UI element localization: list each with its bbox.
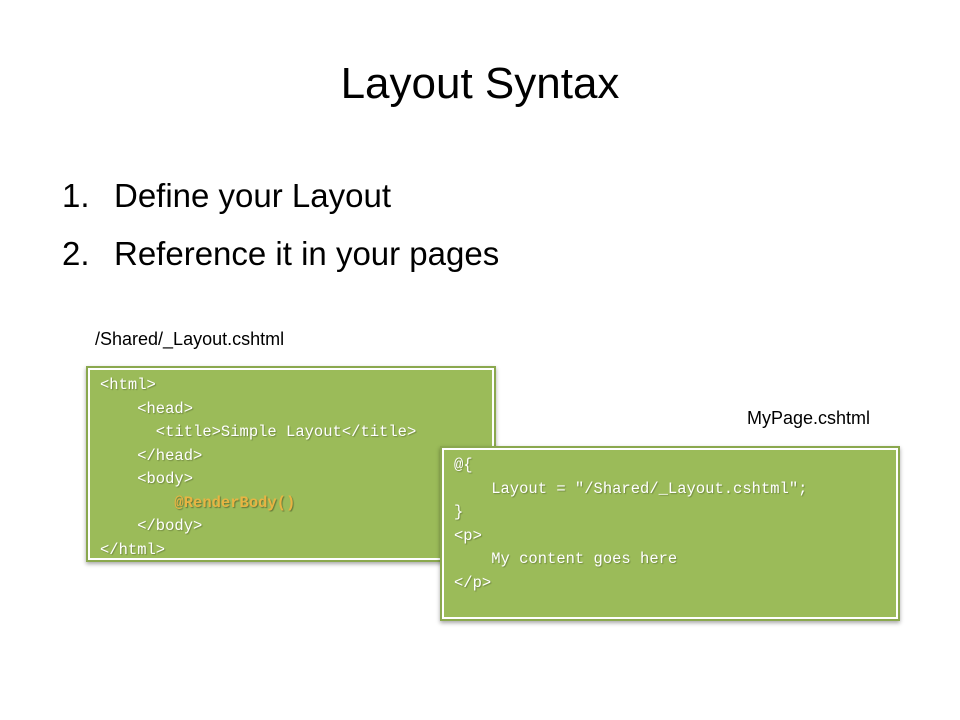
code-line: } bbox=[454, 503, 464, 521]
layout-code-box: <html> <head> <title>Simple Layout</titl… bbox=[86, 366, 496, 562]
code-line: <head> bbox=[100, 399, 194, 418]
code-line: <body> bbox=[100, 470, 194, 488]
bullet-text: Define your Layout bbox=[114, 177, 392, 214]
bullet-item: 1. Define your Layout bbox=[62, 176, 499, 216]
code-line: <p> bbox=[454, 526, 482, 545]
bullet-number: 1. bbox=[62, 177, 90, 214]
code-line: My content goes here bbox=[454, 550, 678, 568]
code-line: <html> bbox=[100, 376, 156, 394]
layout-file-label: /Shared/_Layout.cshtml bbox=[95, 329, 285, 349]
render-body-code-line: @RenderBody() bbox=[100, 493, 296, 512]
page-code-box: @{ Layout = "/Shared/_Layout.cshtml"; } … bbox=[440, 446, 900, 621]
code-line: <title>Simple Layout</title> bbox=[100, 423, 417, 441]
page-file-label: MyPage.cshtml bbox=[747, 408, 871, 428]
slide-title: Layout Syntax bbox=[340, 59, 620, 108]
code-line: </p> bbox=[454, 573, 492, 592]
bullet-list: 1. Define your Layout 2. Reference it in… bbox=[62, 176, 499, 291]
bullet-item: 2. Reference it in your pages bbox=[62, 234, 499, 274]
bullet-text: Reference it in your pages bbox=[114, 234, 500, 272]
code-line: </head> bbox=[100, 446, 203, 465]
code-line: Layout = "/Shared/_Layout.cshtml"; bbox=[454, 479, 808, 498]
code-line: @{ bbox=[454, 456, 473, 474]
code-line: </body> bbox=[100, 517, 203, 535]
bullet-number: 2. bbox=[62, 234, 90, 272]
code-line: </html> bbox=[100, 540, 166, 559]
